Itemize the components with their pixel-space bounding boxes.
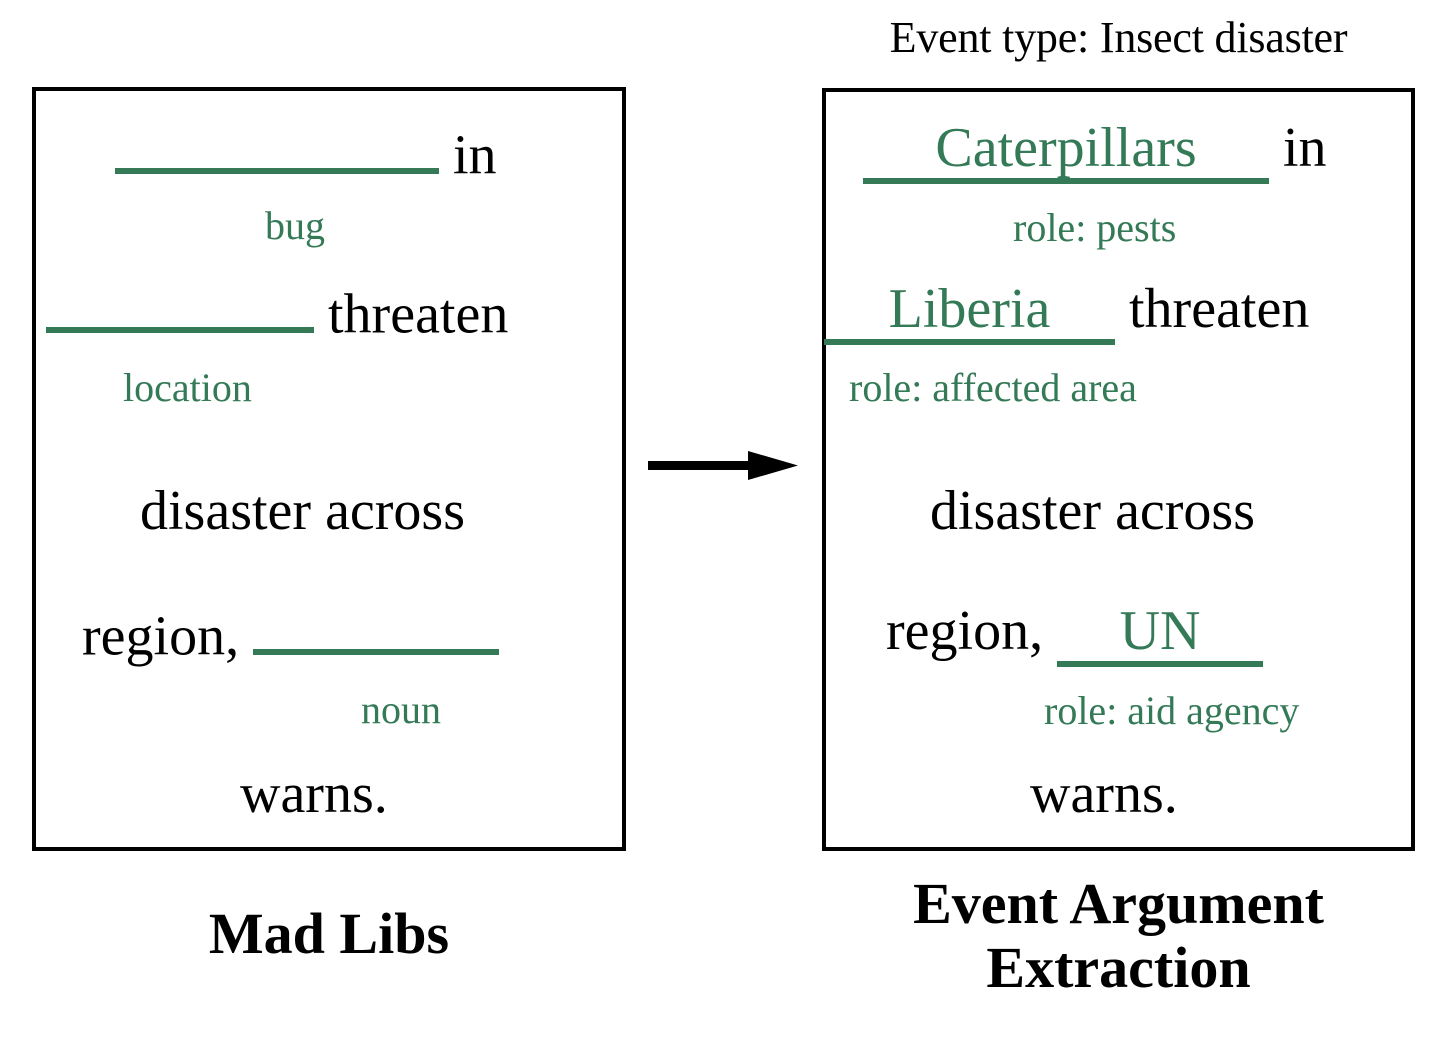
- mad-libs-caption: Mad Libs: [208, 901, 450, 966]
- eae-caption-line-1: Event Argument: [913, 871, 1324, 936]
- eae-line-4-leading: region,: [886, 600, 1058, 662]
- mad-libs-slot-bug[interactable]: [115, 122, 439, 174]
- mad-libs-panel: [32, 87, 626, 851]
- mad-libs-slot-location[interactable]: [46, 281, 314, 333]
- mad-libs-line-2-trailing: threaten: [314, 283, 509, 346]
- mad-libs-line-3: disaster across: [140, 480, 466, 542]
- eae-line-5: warns.: [1030, 763, 1178, 825]
- eae-caption-line-2: Extraction: [986, 934, 1251, 1000]
- mad-libs-line-1-trailing: in: [439, 124, 497, 187]
- mad-libs-line-1: in: [115, 122, 497, 184]
- eae-label-affected-area: role: affected area: [849, 365, 1137, 410]
- eae-label-aid-agency: role: aid agency: [1044, 688, 1300, 733]
- eae-line-2-trailing: threaten: [1115, 278, 1310, 340]
- eae-line-4: region, UN: [886, 600, 1264, 667]
- mad-libs-label-noun: noun: [361, 687, 441, 732]
- eae-line-1-trailing: in: [1269, 117, 1327, 179]
- eae-line-3: disaster across: [930, 480, 1256, 542]
- eae-caption: Event Argument Extraction: [822, 872, 1415, 1000]
- eae-line-1: Caterpillars in: [863, 120, 1327, 184]
- mad-libs-slot-noun[interactable]: [253, 603, 500, 655]
- right-arrow-icon: [648, 448, 800, 484]
- eae-line-2: Liberia threaten: [824, 281, 1309, 345]
- eae-label-pests: role: pests: [1013, 205, 1177, 250]
- mad-libs-line-4: region,: [82, 603, 500, 668]
- mad-libs-label-bug: bug: [265, 203, 325, 248]
- mad-libs-line-5: warns.: [240, 763, 388, 825]
- eae-slot-pests[interactable]: Caterpillars: [863, 120, 1269, 184]
- eae-slot-aid-agency[interactable]: UN: [1057, 603, 1264, 667]
- mad-libs-line-4-leading: region,: [82, 605, 254, 668]
- mad-libs-label-location: location: [123, 365, 252, 410]
- event-extraction-panel: [822, 88, 1415, 851]
- right-arrow-glyph: [648, 451, 798, 480]
- mad-libs-line-2: threaten: [46, 281, 508, 343]
- eae-slot-affected-area[interactable]: Liberia: [824, 281, 1115, 345]
- event-type-header: Event type: Insect disaster: [889, 13, 1348, 62]
